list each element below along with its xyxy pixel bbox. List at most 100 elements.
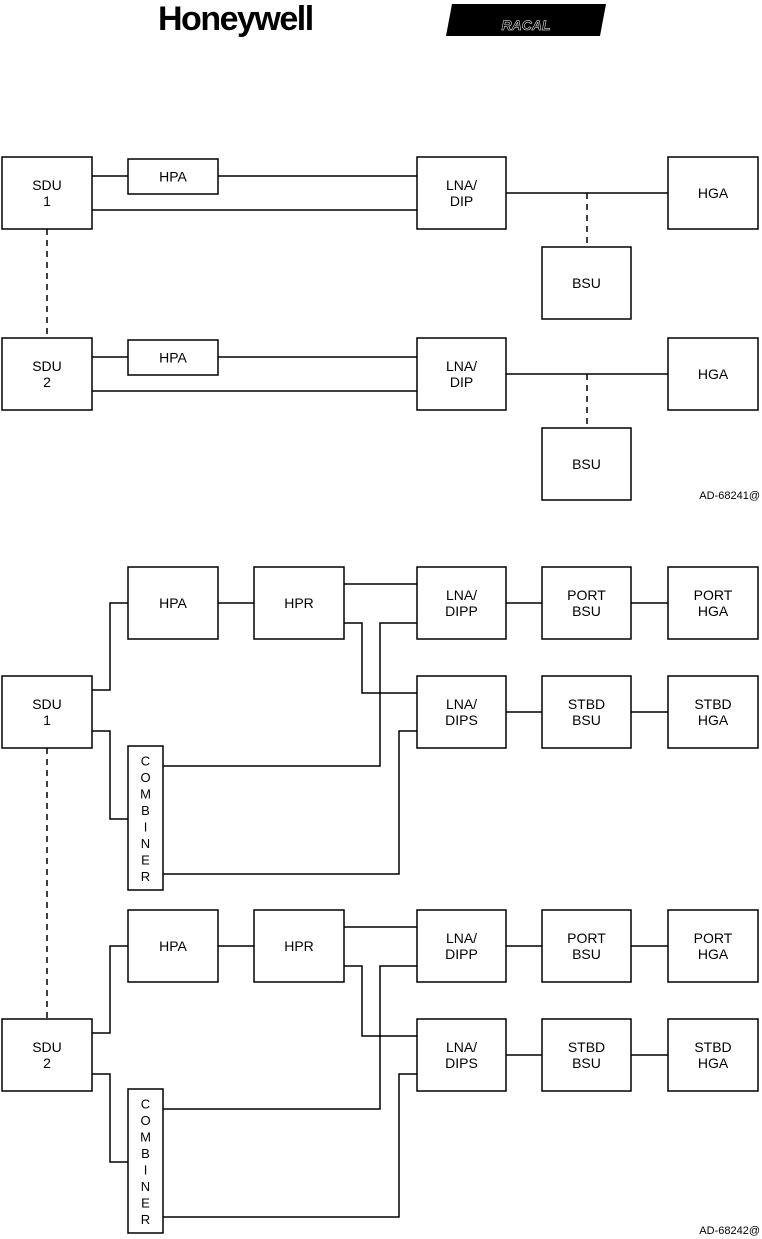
f2-b2-lna-stbd-box: LNA/DIPS [417,1019,506,1091]
f2-b2-port-bsu-box-label: BSU [572,946,601,962]
f2-b1-hpr-box-label: HPR [284,595,314,611]
f1-lna1-box-label: DIP [450,193,473,209]
f2-b1-hpa-box: HPA [128,567,218,639]
f2-b1-port-hga-box-label: PORT [694,587,733,603]
f1-lna2-box-label: DIP [450,374,473,390]
f2-b1-stbd-hga-box: STBDHGA [668,676,758,748]
f2-b1-lna-port-box: LNA/DIPP [417,567,506,639]
f1-hga2-box: HGA [668,338,758,410]
f2-b2-hpa-box-label: HPA [159,938,187,954]
f1-bsu1-box: BSU [542,247,631,319]
f2-b1-stbd-bsu-box-label: STBD [568,696,605,712]
f2-b2-sdu-hpa-line [92,946,128,1033]
f2-b2-stbd-bsu-box-label: STBD [568,1039,605,1055]
f2-b1-lna-port-box-label: DIPP [445,603,478,619]
f2-b2-combiner-box-label: O [140,1113,150,1128]
f2-b1-combiner-box-label: C [141,753,150,768]
f1-lna1-box: LNA/DIP [417,157,506,229]
f1-bsu1-box-label: BSU [572,275,601,291]
f1-bsu2-box: BSU [542,428,631,500]
f2-b1-hpr-box: HPR [254,567,344,639]
f2-b2-lna-port-box-label: LNA/ [446,930,477,946]
f2-b1-lna-stbd-box: LNA/DIPS [417,676,506,748]
f2-b2-stbd-hga-box-label: STBD [694,1039,731,1055]
f2-b2-sdu-combiner-line [92,1074,128,1162]
f2-b2-combiner-box-label: R [141,1212,150,1227]
f1-sdu2-box-label: 2 [43,374,51,390]
f1-hpa2-box: HPA [128,340,218,375]
f2-b2-lna-stbd-box-label: DIPS [445,1055,478,1071]
f1-hpa2-box-label: HPA [159,350,187,366]
f1-hga1-box-label: HGA [698,185,729,201]
f2-b1-combiner-box: COMBINER [128,746,163,890]
f2-b2-combiner-box-label: M [140,1129,151,1144]
f2-b2-combiner-box-label: N [141,1179,150,1194]
f2-b1-sdu-hpa-line [92,603,128,690]
f2-b2-combiner-box-label: B [141,1146,150,1161]
f1-lna2-box-label: LNA/ [446,358,477,374]
f2-b1-hpa-box-label: HPA [159,595,187,611]
f2-b1-port-bsu-box-label: BSU [572,603,601,619]
f2-b2-stbd-hga-box-label: HGA [698,1055,729,1071]
figure1-reference: AD-68241@ [699,490,760,502]
f2-b1-lna-stbd-box-label: DIPS [445,712,478,728]
f1-lna1-box-label: LNA/ [446,177,477,193]
f2-b1-stbd-hga-box-label: STBD [694,696,731,712]
f1-hga2-box-label: HGA [698,366,729,382]
f2-b1-port-bsu-box-label: PORT [567,587,606,603]
f2-b1-sdu-box-label: 1 [43,712,51,728]
f2-b1-combiner-box-label: B [141,803,150,818]
f2-b1-stbd-hga-box-label: HGA [698,712,729,728]
f2-b1-combiner-lnap-line [163,623,417,766]
f2-b2-lna-port-box: LNA/DIPP [417,910,506,982]
f1-sdu2-box-label: SDU [32,358,62,374]
f2-b2-combiner-box-label: I [144,1162,148,1177]
f1-hga1-box: HGA [668,157,758,229]
f1-sdu1-box-label: SDU [32,177,62,193]
f1-hpa1-box: HPA [128,159,218,194]
f2-b1-sdu-box-label: SDU [32,696,62,712]
f1-sdu1-box-label: 1 [43,193,51,209]
f2-b2-hpa-box: HPA [128,910,218,982]
f2-b1-stbd-bsu-box-label: BSU [572,712,601,728]
f2-b2-port-bsu-box-label: PORT [567,930,606,946]
figure2-reference: AD-68242@ [699,1225,760,1237]
f2-b2-hpr-box-label: HPR [284,938,314,954]
f2-b2-lna-stbd-box-label: LNA/ [446,1039,477,1055]
f2-b2-combiner-lnas-line [163,1074,417,1217]
f2-b1-port-hga-box-label: HGA [698,603,729,619]
f2-b2-port-bsu-box: PORTBSU [542,910,631,982]
f2-b2-port-hga-box-label: HGA [698,946,729,962]
f2-b1-combiner-box-label: E [141,852,150,867]
f1-hpa1-box-label: HPA [159,169,187,185]
f2-b2-stbd-bsu-box-label: BSU [572,1055,601,1071]
f2-b2-combiner-box-label: E [141,1195,150,1210]
f2-b1-combiner-box-label: I [144,819,148,834]
f2-b2-hpr-box: HPR [254,910,344,982]
f1-lna2-box: LNA/DIP [417,338,506,410]
f2-b1-combiner-lnas-line [163,731,417,874]
f2-b1-lna-stbd-box-label: LNA/ [446,696,477,712]
f2-b2-port-hga-box-label: PORT [694,930,733,946]
f2-b2-sdu-box-label: 2 [43,1055,51,1071]
f2-b1-combiner-box-label: O [140,770,150,785]
f2-b2-combiner-lnap-line [163,966,417,1109]
f2-b1-lna-port-box-label: LNA/ [446,587,477,603]
f2-b2-sdu-box-label: SDU [32,1039,62,1055]
f2-b1-combiner-box-label: M [140,786,151,801]
f1-bsu2-box-label: BSU [572,456,601,472]
f2-b1-combiner-box-label: R [141,869,150,884]
f2-b1-sdu-combiner-line [92,731,128,819]
